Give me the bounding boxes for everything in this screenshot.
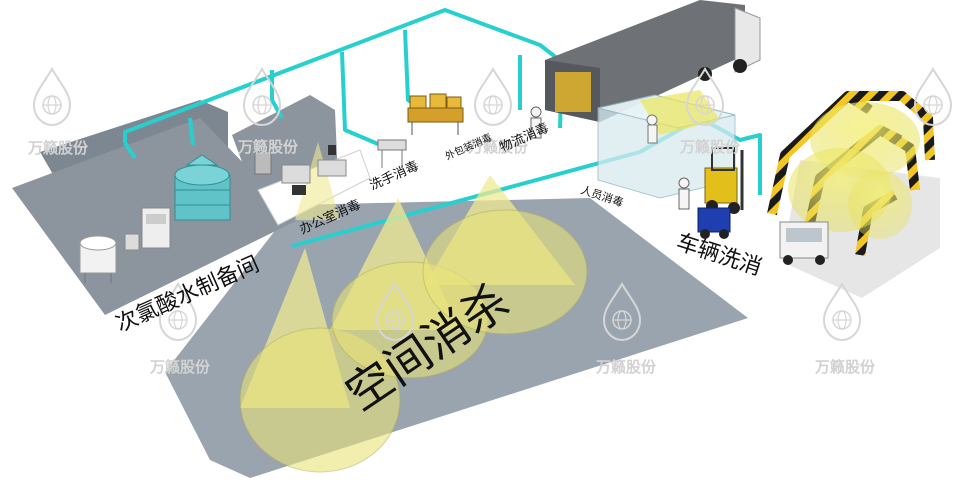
svg-text:万籁股份: 万籁股份 [467,138,529,156]
mist-cones [239,142,588,473]
truck [545,0,761,122]
worker-figure [678,177,690,210]
watermark: 万籁股份 万籁股份 万籁股份 万籁股份 万籁股份 万籁股份 万籁股份 [27,68,952,376]
blue-machine [697,207,731,239]
office-furniture [254,145,347,195]
vehicle-wash-station [767,91,935,265]
worker-figure [530,106,542,139]
prep-room-equipment [79,154,231,283]
mist-circle-3 [422,209,588,335]
svg-text:万籁股份: 万籁股份 [595,358,657,376]
forklift [704,147,744,214]
packaging-conveyor [407,93,464,135]
svg-text:万籁股份: 万籁股份 [27,139,89,157]
label-hand-disinfection: 洗手消毒 [368,159,422,194]
svg-text:万籁股份: 万籁股份 [237,138,299,156]
svg-text:万籁股份: 万籁股份 [679,138,741,156]
svg-text:万籁股份: 万籁股份 [814,358,876,376]
hand-wash-station [377,139,407,168]
svg-text:万籁股份: 万籁股份 [149,358,211,376]
